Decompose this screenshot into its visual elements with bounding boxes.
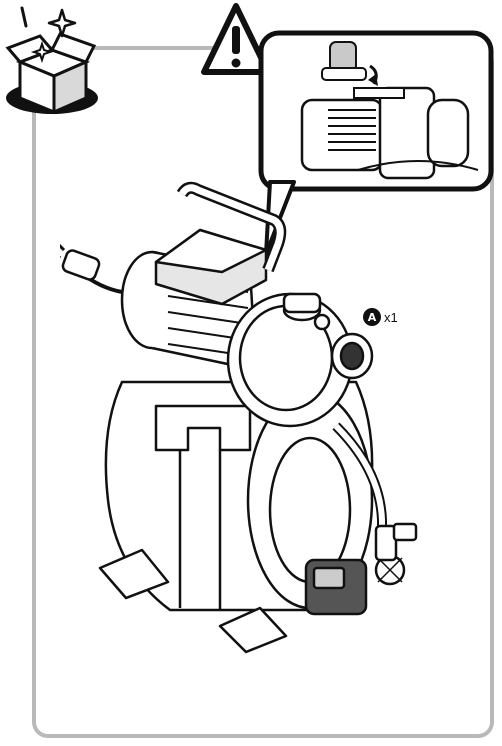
unboxing-icon (5, 6, 98, 115)
part-quantity: x1 (384, 309, 398, 325)
warning-icon (201, 3, 271, 75)
part-letter: A (363, 308, 381, 326)
detail-callout (258, 30, 494, 192)
part-badge: A x1 (363, 308, 398, 326)
pump-illustration (60, 181, 418, 654)
